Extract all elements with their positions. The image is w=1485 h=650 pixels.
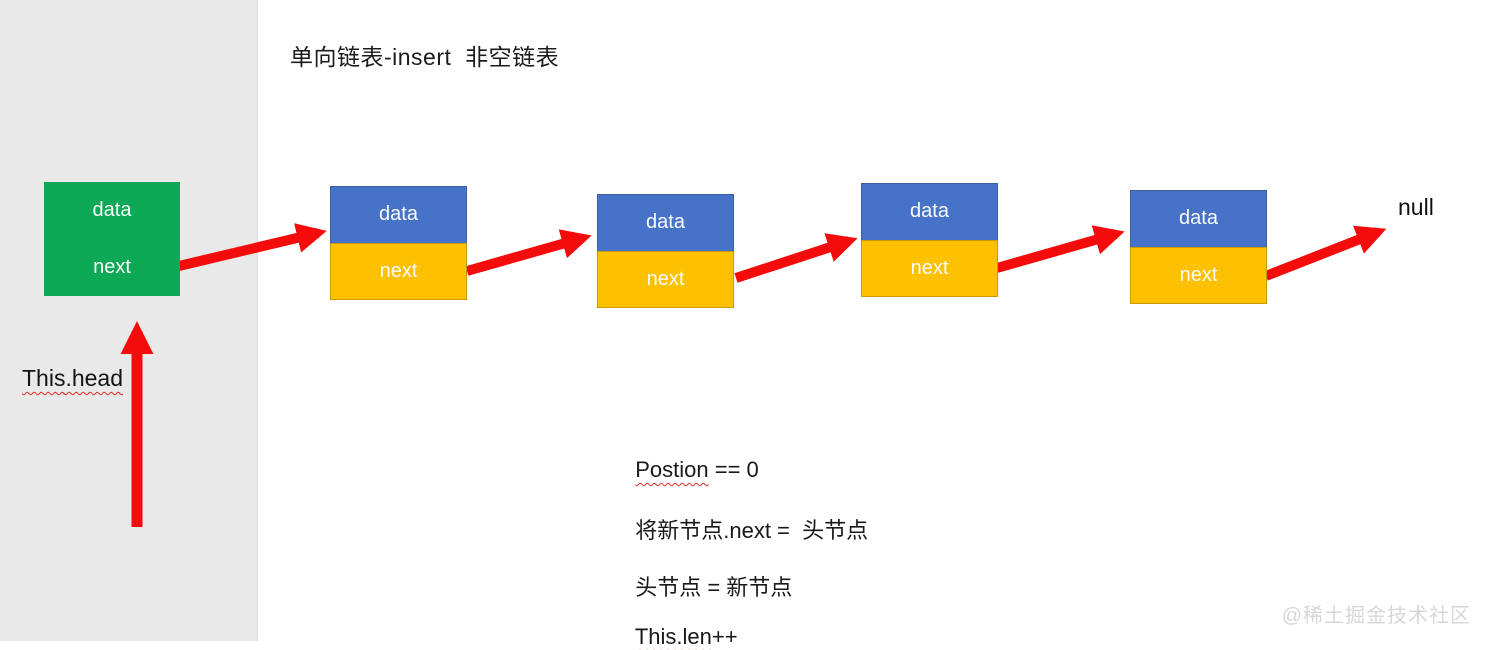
node-next-cell: next (330, 242, 467, 300)
note-plain-text: == 0 (708, 457, 759, 482)
node-next-cell: next (597, 250, 734, 308)
arrow-node4-to-null (1264, 225, 1387, 281)
node-data-cell: data (597, 194, 734, 251)
arrow-node1-to-node2 (465, 229, 592, 276)
head-pointer-text: This.head (22, 365, 124, 391)
list-node-1: data next (330, 186, 467, 300)
list-node-3: data next (861, 183, 998, 297)
watermark: @稀土掘金技术社区 (1281, 605, 1471, 627)
note-wavy-text: Postion (635, 457, 709, 482)
note-plain-text: 头节点 = 新节点 (635, 575, 793, 600)
arrow-node2-to-node3 (734, 233, 858, 283)
list-node-4: data next (1130, 190, 1267, 304)
note-increment-length: This.len++ (623, 598, 738, 650)
head-node-next-cell: next (93, 256, 131, 278)
sidebar-panel (0, 0, 258, 641)
head-node: data next (44, 182, 180, 296)
arrow-node3-to-node4 (995, 225, 1125, 273)
node-next-cell: next (861, 239, 998, 297)
note-plain-text: ++ (711, 624, 738, 649)
node-data-cell: data (1130, 190, 1267, 247)
node-next-cell: next (1130, 246, 1267, 304)
head-node-data-cell: data (92, 199, 132, 221)
list-node-2: data next (597, 194, 734, 308)
head-pointer-label: This.head (22, 365, 123, 392)
note-plain-text: 将新节点.next = 头节点 (635, 518, 869, 543)
note-wavy-text: This.len (634, 624, 712, 649)
null-label: null (1398, 194, 1434, 220)
note-set-head: 头节点 = 新节点 (623, 544, 792, 602)
note-position-condition: Postion == 0 (623, 431, 759, 483)
note-set-newnode-next: 将新节点.next = 头节点 (623, 487, 868, 545)
node-data-cell: data (330, 186, 467, 243)
node-data-cell: data (861, 183, 998, 240)
diagram-title: 单向链表-insert 非空链表 (290, 44, 560, 70)
